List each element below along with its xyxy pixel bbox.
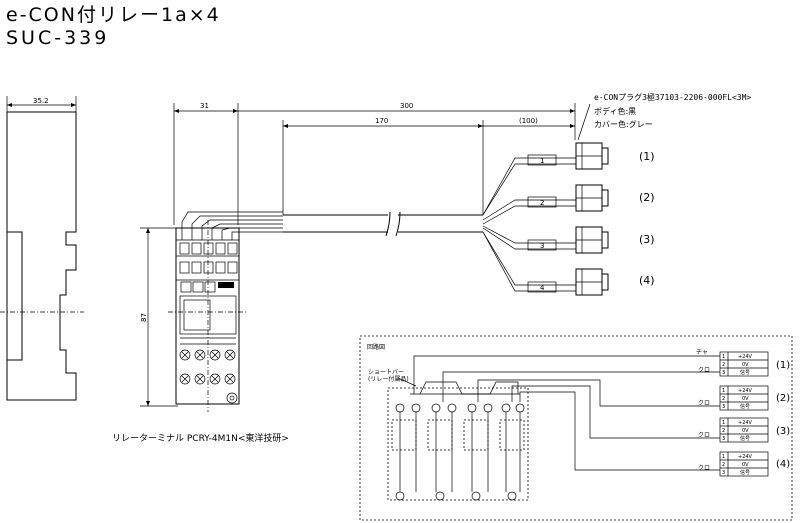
pin-2-sig: 0V	[742, 428, 749, 434]
pin-3-no: 3	[722, 404, 725, 410]
pin-2-no: 2	[722, 428, 725, 434]
wire-color-black-3: クロ	[698, 432, 710, 439]
schematic-group-3: (3)	[776, 426, 790, 437]
pin-3-sig: 信号	[740, 403, 750, 410]
pin-1-no: 1	[722, 454, 725, 460]
dim-cable-mid: 170	[375, 117, 388, 125]
pin-3-sig: 信号	[740, 435, 750, 442]
wire-tag-1: 1	[540, 157, 544, 165]
plug-label-3: (3)	[639, 233, 655, 246]
pin-2-sig: 0V	[742, 396, 749, 402]
wire-color-black-4: クロ	[698, 465, 710, 472]
pin-1-no: 1	[722, 354, 725, 360]
wire-tag-2: 2	[540, 199, 544, 207]
terminal-caption: リレーターミナル PCRY-4M1N<東洋技研>	[112, 432, 289, 444]
dim-height: 87	[140, 313, 148, 322]
pin-1-no: 1	[722, 388, 725, 394]
wire-color-black-2: クロ	[698, 400, 710, 407]
pin-1-no: 1	[722, 420, 725, 426]
dim-front-width: 31	[200, 102, 209, 110]
pin-1-sig: +24V	[738, 388, 753, 394]
plug-label-4: (4)	[639, 274, 655, 287]
pin-3-sig: 信号	[740, 369, 750, 376]
wire-color-black-1: クロ	[698, 367, 710, 374]
dim-cable-end: (100)	[519, 117, 538, 125]
pin-1-sig: +24V	[738, 454, 753, 460]
pin-3-no: 3	[722, 370, 725, 376]
title-line-1: e-CON付リレー1a×4	[6, 4, 221, 26]
pin-2-no: 2	[722, 462, 725, 468]
pin-3-no: 3	[722, 470, 725, 476]
econ-plug-1	[575, 142, 609, 170]
connector-note-line-1: e-CONプラグ3極37103-2206-000FL<3M>	[594, 92, 751, 102]
connector-note-line-2: ボディ色:黒	[594, 106, 636, 116]
pin-2-sig: 0V	[742, 462, 749, 468]
econ-plug-2	[575, 184, 609, 212]
pin-1-sig: +24V	[738, 420, 753, 426]
econ-plug-4	[575, 268, 609, 296]
short-bar-label: ショートバー	[368, 369, 404, 376]
cable	[283, 157, 576, 292]
wire-tag-3: 3	[540, 242, 544, 250]
dim-side-width: 35.2	[33, 97, 49, 105]
schematic-header: 回路図	[367, 343, 385, 351]
plug-label-1: (1)	[639, 150, 655, 163]
schematic-group-4: (4)	[776, 459, 790, 470]
pin-2-sig: 0V	[742, 362, 749, 368]
pin-3-sig: 信号	[740, 469, 750, 476]
dim-cable-total: 300	[400, 102, 413, 110]
pin-2-no: 2	[722, 396, 725, 402]
title-line-2: SUC-339	[6, 27, 110, 49]
schematic-group-1: (1)	[776, 360, 790, 371]
pin-1-sig: +24V	[738, 354, 753, 360]
wire-color-red: チャ	[696, 349, 708, 356]
plug-label-2: (2)	[639, 191, 655, 204]
side-view: 35.2	[0, 96, 84, 401]
pin-2-no: 2	[722, 362, 725, 368]
short-bar-note: (リレー付属品)	[368, 375, 409, 383]
econ-plug-3	[575, 226, 609, 254]
schematic-group-2: (2)	[776, 393, 790, 404]
connector-note-line-3: カバー色:グレー	[594, 119, 653, 129]
wire-tag-4: 4	[540, 284, 545, 292]
pin-3-no: 3	[722, 436, 725, 442]
front-view: 31 300 170 (100) 87	[140, 102, 576, 412]
schematic: 回路図 1 +24V 2 0V 3 信号 1 +24V 2 0V 3 信号 1 +24V 2 0…	[359, 335, 793, 521]
